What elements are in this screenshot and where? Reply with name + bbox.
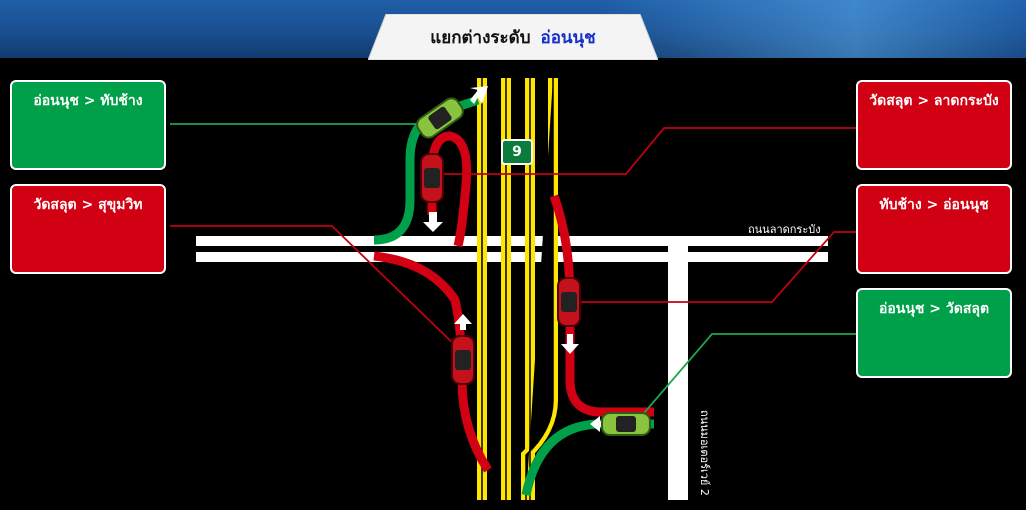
route-label: อ่อนนุช > วัดสลุต — [878, 301, 990, 317]
route-box-onnut-watsalut[interactable]: อ่อนนุช > วัดสลุต — [856, 288, 1012, 378]
highway-badge: 9 — [501, 139, 533, 165]
callout-line-onnut-watsalut — [637, 333, 856, 421]
arrow-down-icon — [561, 334, 579, 354]
car-red-thapchang-onnut — [557, 277, 581, 327]
arrow-down-icon — [423, 212, 443, 232]
arrow-up-icon — [454, 314, 472, 330]
road-horizontal-top — [196, 236, 828, 246]
ramp-watsalut-latkrabang — [427, 131, 472, 248]
car-green-onnut-thapchang — [416, 97, 464, 139]
route-label: วัดสลุต > ลาดกระบัง — [869, 93, 999, 109]
car-red-watsalut-sukhumvit — [451, 335, 475, 385]
route-label: วัดสลุต > สุขุมวิท — [33, 197, 143, 213]
route-label: ทับช้าง > อ่อนนุช — [879, 197, 989, 213]
road-horizontal-bottom — [196, 252, 828, 262]
title-plate — [368, 14, 658, 60]
route-box-thapchang-onnut[interactable]: ทับช้าง > อ่อนนุช — [856, 184, 1012, 274]
route-box-watsalut-latkrabang[interactable]: วัดสลุต > ลาดกระบัง — [856, 80, 1012, 170]
arrow-up-right-icon — [470, 86, 488, 104]
road-label-vertical: ถนนมอเตอร์เวย์ 2 — [698, 410, 711, 496]
callout-lines — [170, 123, 856, 421]
title-highlight: อ่อนนุช — [540, 28, 596, 48]
header-decoration — [600, 0, 1026, 58]
callout-line-watsalut-sukhumvit — [170, 225, 461, 351]
route-box-watsalut-sukhumvit[interactable]: วัดสลุต > สุขุมวิท — [10, 184, 166, 274]
center-line-4 — [525, 78, 554, 500]
callout-line-thapchang-onnut — [570, 231, 856, 303]
route-label: อ่อนนุช > ทับช้าง — [33, 93, 143, 109]
car-green-onnut-watsalut — [601, 412, 651, 436]
route-box-onnut-thapchang[interactable]: อ่อนนุช > ทับช้าง — [10, 80, 166, 170]
road-label-horizontal: ถนนลาดกระบัง — [748, 223, 821, 236]
page-title: แยกต่างระดับ อ่อนนุช — [368, 24, 658, 51]
callout-line-watsalut-latkrabang — [432, 127, 856, 175]
title-main: แยกต่างระดับ — [430, 28, 531, 48]
car-red-watsalut-latkrabang — [420, 153, 444, 203]
